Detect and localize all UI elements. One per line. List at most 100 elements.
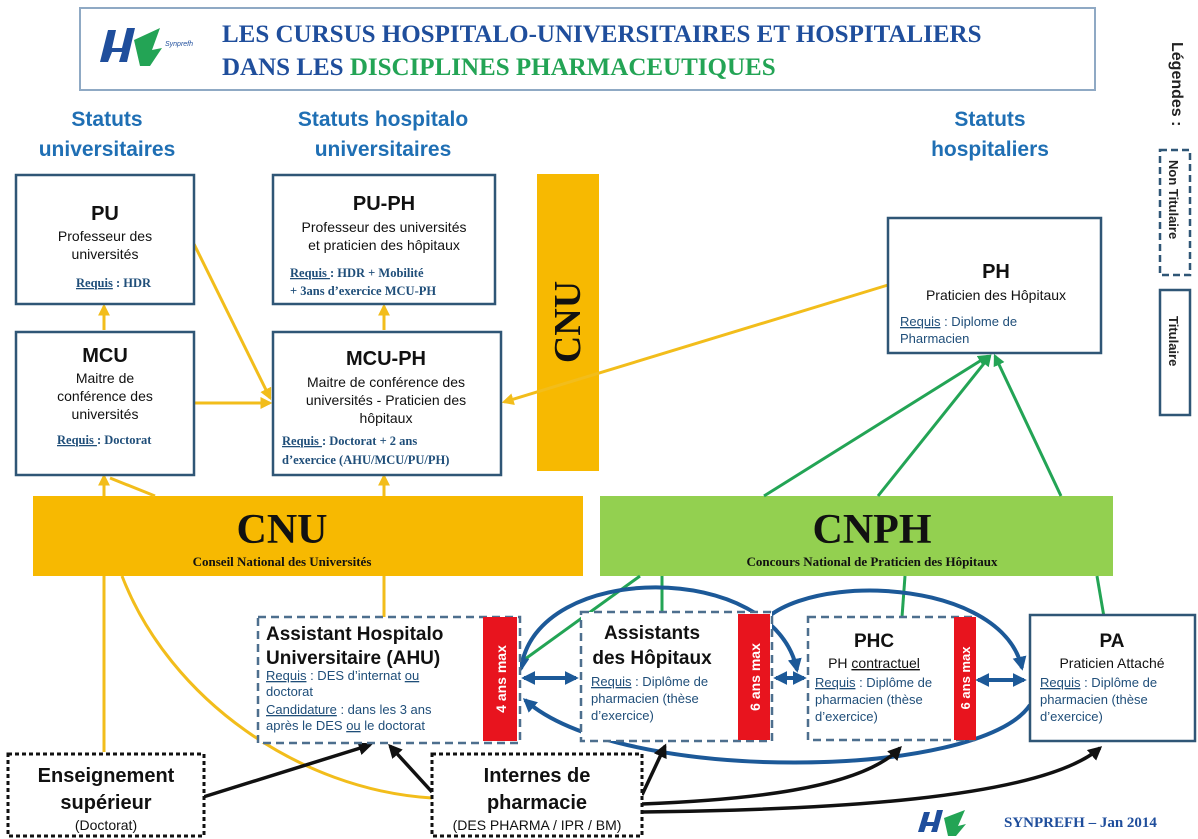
node-ah-requirement-3: d’exercice) <box>591 708 654 723</box>
node-phc: PHC PH contractuel Requis : Diplôme de p… <box>806 615 976 742</box>
node-mcu-desc-1: Maitre de <box>76 370 135 386</box>
node-enseignement: Enseignement supérieur (Doctorat) <box>6 752 206 838</box>
node-phc-requirement-3: d’exercice) <box>815 709 878 724</box>
node-ahu-req-or: ou <box>405 668 419 683</box>
node-puph-requirement-2: + 3ans d’exercice MCU-PH <box>290 284 436 298</box>
node-ah: Assistants des Hôpitaux Requis : Diplôme… <box>579 610 774 743</box>
node-ahu-cand-or: ou <box>346 718 360 733</box>
node-enseignement-title-1: Enseignement <box>38 765 175 787</box>
node-ahu-req-label: Requis <box>266 668 307 683</box>
node-internes-title-2: pharmacie <box>487 792 587 814</box>
node-mcu-desc-2: conférence des <box>57 388 153 404</box>
node-internes: Internes de pharmacie (DES PHARMA / IPR … <box>430 752 644 838</box>
node-mcuph-req-label: Requis <box>282 434 322 448</box>
cnph-bar-title: CNPH <box>813 507 932 553</box>
arrow-cnph-to-ph-2 <box>876 354 992 497</box>
node-pa-requirement-3: d’exercice) <box>1040 709 1103 724</box>
node-internes-subtitle: (DES PHARMA / IPR / BM) <box>453 817 622 833</box>
synprefh-logo: Synprefh <box>100 28 193 66</box>
arrow-pu-to-mcuph <box>192 243 272 401</box>
node-puph-desc-2: et praticien des hôpitaux <box>308 237 460 253</box>
legend-titulaire-label: Titulaire <box>1166 316 1181 366</box>
legend-non-titulaire-swatch <box>1158 148 1192 277</box>
legend-titulaire-swatch <box>1158 288 1192 417</box>
header-hospitalo-line2: universitaires <box>315 138 452 161</box>
node-mcu-title: MCU <box>82 345 128 367</box>
node-phc-badge-label: 6 ans max <box>958 646 973 710</box>
node-ahu-cand-text-2a: après le DES <box>266 718 346 733</box>
node-ahu-req-text: : DES d’internat <box>306 668 404 683</box>
node-mcuph-requirement-2: d’exercice (AHU/MCU/PU/PH) <box>282 453 449 467</box>
node-mcuph-desc-3: hôpitaux <box>360 410 413 426</box>
header-hospitalo-line1: Statuts hospitalo <box>298 108 468 131</box>
node-pu-desc-1: Professeur des <box>58 228 152 244</box>
node-ahu-requirement: Requis : DES d’internat ou <box>266 668 419 683</box>
node-phc-sub-a: PH <box>828 655 851 671</box>
header-hospitaliers-line1: Statuts <box>954 108 1025 131</box>
node-ah-badge-label: 6 ans max <box>747 643 763 711</box>
node-puph-req-text: : HDR + Mobilité <box>330 266 424 280</box>
node-ph-title: PH <box>982 261 1010 283</box>
node-phc-sub-b: contractuel <box>851 655 919 671</box>
node-ahu-cand-label: Candidature <box>266 702 337 717</box>
node-mcuph-req-text: : Doctorat + 2 ans <box>322 434 417 448</box>
node-ahu-candidature-2: après le DES ou le doctorat <box>266 718 425 733</box>
node-ph-req-text: : Diplome de <box>940 314 1017 329</box>
arrow-cnph-to-ph-1 <box>763 354 991 498</box>
node-ah-req-text: : Diplôme de <box>631 674 708 689</box>
line-phc-to-cnph <box>900 575 907 618</box>
legend-non-titulaire-label: Non Titulaire <box>1166 160 1181 239</box>
node-ah-requirement-2: pharmacien (thèse <box>591 691 699 706</box>
node-mcu-req-text: : Doctorat <box>97 433 152 447</box>
title-line-2-prefix: DANS LES <box>222 54 350 81</box>
node-pa-requirement: Requis : Diplôme de <box>1040 675 1157 690</box>
node-enseignement-subtitle: (Doctorat) <box>75 817 137 833</box>
node-ph: PH Praticien des Hôpitaux Requis : Diplo… <box>886 216 1103 355</box>
node-ah-title-1: Assistants <box>604 623 700 644</box>
title-line-1: LES CURSUS HOSPITALO-UNIVERSITAIRES ET H… <box>222 21 982 48</box>
node-mcu-desc-3: universités <box>72 406 139 422</box>
cnph-bar-subtitle: Concours National de Praticien des Hôpit… <box>747 554 998 569</box>
node-internes-title-1: Internes de <box>484 765 591 787</box>
footer: SYNPREFH – Jan 2014 <box>918 810 1157 836</box>
title-line-2-highlight: DISCIPLINES PHARMACEUTIQUES <box>350 54 776 81</box>
legend-label: Légendes : <box>1168 42 1185 126</box>
legend: Légendes : Non Titulaire Titulaire <box>1158 42 1192 417</box>
line-cnu-to-mcu-2 <box>109 476 156 498</box>
arc-pa-ahu <box>522 698 1032 765</box>
cnu-bar-title: CNU <box>237 507 328 553</box>
title-line-2: DANS LES DISCIPLINES PHARMACEUTIQUES <box>222 54 776 81</box>
node-ah-badge <box>738 614 770 740</box>
node-pa: PA Praticien Attaché Requis : Diplôme de… <box>1028 613 1197 743</box>
cnph-bar <box>600 496 1113 576</box>
header-universitaires-line2: universitaires <box>39 138 176 161</box>
arrow-internes-to-phc <box>641 745 902 806</box>
node-ph-requirement: Requis : Diplome de <box>900 314 1017 329</box>
node-phc-requirement-2: pharmacien (thèse <box>815 692 923 707</box>
node-ah-title-2: des Hôpitaux <box>592 648 712 669</box>
node-mcu: MCU Maitre de conférence des universités… <box>14 330 196 477</box>
node-puph-requirement: Requis : HDR + Mobilité <box>290 266 424 280</box>
node-pu-title: PU <box>91 203 119 225</box>
footer-logo <box>918 810 966 836</box>
node-pu: PU Professeur des universités Requis : H… <box>14 173 196 306</box>
cnu-bar <box>33 496 583 576</box>
node-mcuph-desc-1: Maitre de conférence des <box>307 374 465 390</box>
node-mcuph-requirement: Requis : Doctorat + 2 ans <box>282 434 417 448</box>
node-ah-requirement: Requis : Diplôme de <box>591 674 708 689</box>
node-ph-req-label: Requis <box>900 314 941 329</box>
node-pu-req-text: : HDR <box>113 276 152 290</box>
node-pa-requirement-2: pharmacien (thèse <box>1040 692 1148 707</box>
arrow-internes-to-ah <box>640 743 667 796</box>
node-mcuph-desc-2: universités - Praticien des <box>306 392 466 408</box>
node-phc-req-label: Requis <box>815 675 856 690</box>
node-puph-req-label: Requis <box>290 266 330 280</box>
logo-text: Synprefh <box>165 41 193 48</box>
node-pa-title: PA <box>1100 631 1125 652</box>
cnu-bar-subtitle: Conseil National des Universités <box>193 554 372 569</box>
node-mcuph-title: MCU-PH <box>346 348 426 370</box>
node-puph-title: PU-PH <box>353 193 415 215</box>
node-enseignement-title-2: supérieur <box>60 792 151 814</box>
arrow-ph-to-mcuph <box>501 283 889 405</box>
